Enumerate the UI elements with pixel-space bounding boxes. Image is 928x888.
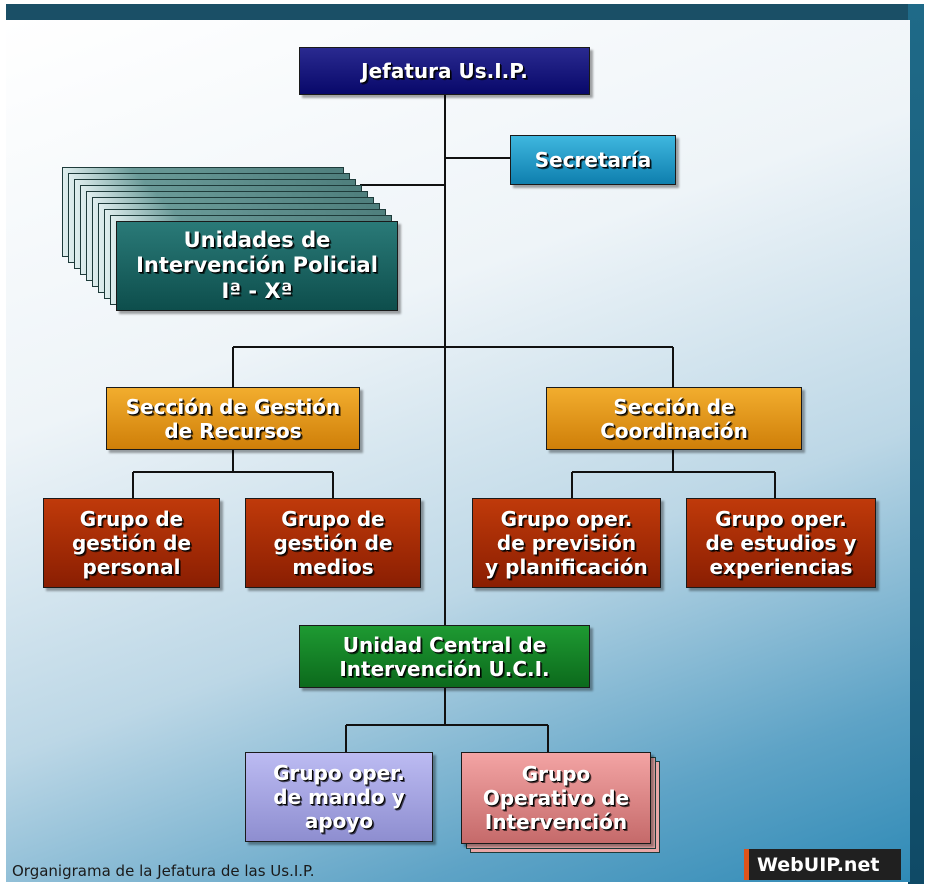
node-unidades-label: Unidades de Intervención Policial Iª - X… — [136, 228, 378, 303]
node-grupo-medios: Grupo de gestión de medios — [245, 498, 421, 588]
node-seccion-gestion: Sección de Gestión de Recursos — [106, 387, 360, 450]
node-secretaria: Secretaría — [510, 135, 676, 185]
diagram-caption: Organigrama de la Jefatura de las Us.I.P… — [12, 862, 315, 880]
node-unidad-central: Unidad Central de Intervención U.C.I. — [299, 625, 590, 688]
node-grupo-estudios-label: Grupo oper. de estudios y experiencias — [705, 507, 857, 579]
node-grupo-medios-label: Grupo de gestión de medios — [273, 507, 393, 579]
node-grupo-estudios: Grupo oper. de estudios y experiencias — [686, 498, 876, 588]
node-unidades: Unidades de Intervención Policial Iª - X… — [116, 221, 398, 311]
frame-right-edge — [908, 4, 924, 884]
node-jefatura-label: Jefatura Us.I.P. — [361, 59, 528, 83]
node-unidad-central-label: Unidad Central de Intervención U.C.I. — [339, 632, 550, 681]
node-grupo-personal-label: Grupo de gestión de personal — [71, 507, 192, 579]
node-secretaria-label: Secretaría — [534, 148, 652, 172]
node-jefatura: Jefatura Us.I.P. — [299, 47, 590, 95]
node-grupo-personal: Grupo de gestión de personal — [43, 498, 220, 588]
node-grupo-prevision-label: Grupo oper. de previsión y planificación — [485, 507, 648, 579]
diagram-background — [6, 20, 910, 882]
node-seccion-coordinacion: Sección de Coordinación — [546, 387, 802, 450]
webuip-logo: WebUIP.net — [744, 849, 901, 880]
node-grupo-prevision: Grupo oper. de previsión y planificación — [472, 498, 661, 588]
node-seccion-coordinacion-label: Sección de Coordinación — [600, 394, 748, 443]
node-grupo-mando: Grupo oper. de mando y apoyo — [245, 752, 433, 842]
node-grupo-operativo-label: Grupo Operativo de Intervención — [482, 762, 630, 834]
node-grupo-operativo: Grupo Operativo de Intervención — [461, 752, 651, 844]
node-grupo-mando-label: Grupo oper. de mando y apoyo — [273, 761, 405, 833]
frame-top-edge — [6, 4, 922, 22]
node-seccion-gestion-label: Sección de Gestión de Recursos — [125, 394, 341, 443]
